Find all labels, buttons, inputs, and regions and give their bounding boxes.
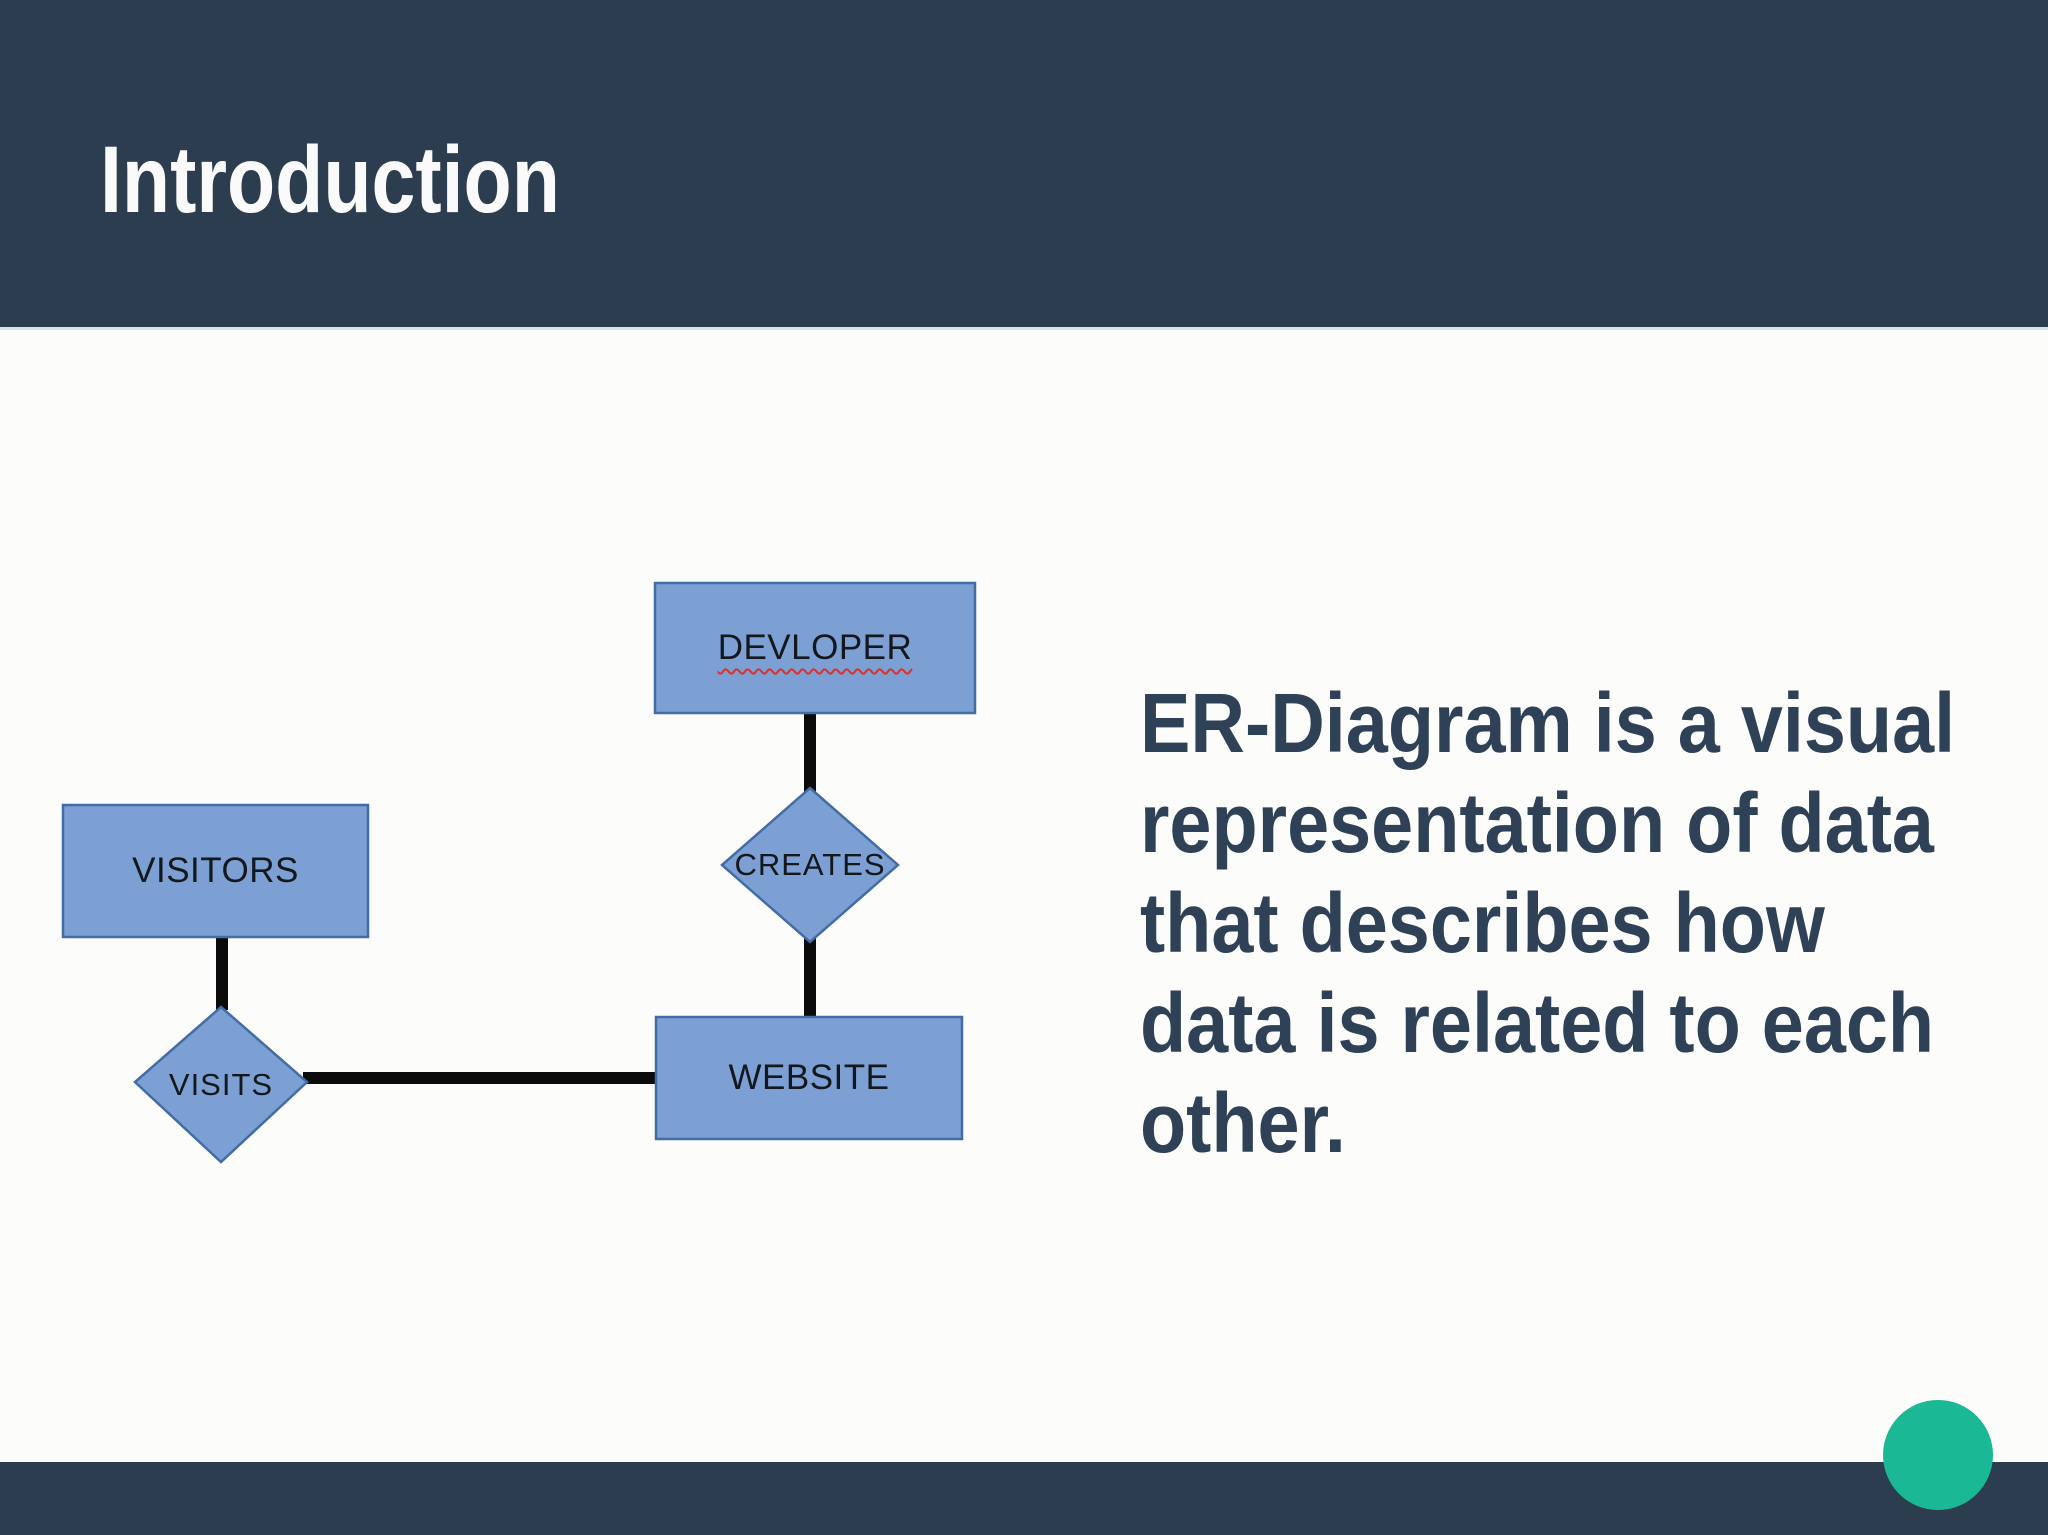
relationship-label-creates: CREATES	[734, 847, 886, 882]
relationship-shape-creates	[720, 786, 900, 944]
slide-title: Introduction	[100, 127, 560, 233]
accent-circle	[1883, 1400, 1993, 1510]
entity-shape-website	[654, 1015, 964, 1141]
relationship-shape-visits	[133, 1005, 309, 1164]
header-band: Introduction	[0, 0, 2048, 330]
relationship-label-visits: VISITS	[168, 1066, 274, 1102]
footer-band	[0, 1462, 2048, 1535]
body-paragraph: ER-Diagram is a visual representation of…	[1140, 676, 1956, 1170]
entity-shape-devloper	[653, 581, 977, 715]
entity-label-devloper: DEVLOPER	[655, 583, 975, 713]
entity-label-website: WEBSITE	[728, 1058, 890, 1097]
entity-shape-visitors	[61, 803, 370, 939]
entity-label-devloper-text: DEVLOPER	[717, 628, 913, 667]
entity-label-visitors: VISITORS	[132, 851, 299, 890]
